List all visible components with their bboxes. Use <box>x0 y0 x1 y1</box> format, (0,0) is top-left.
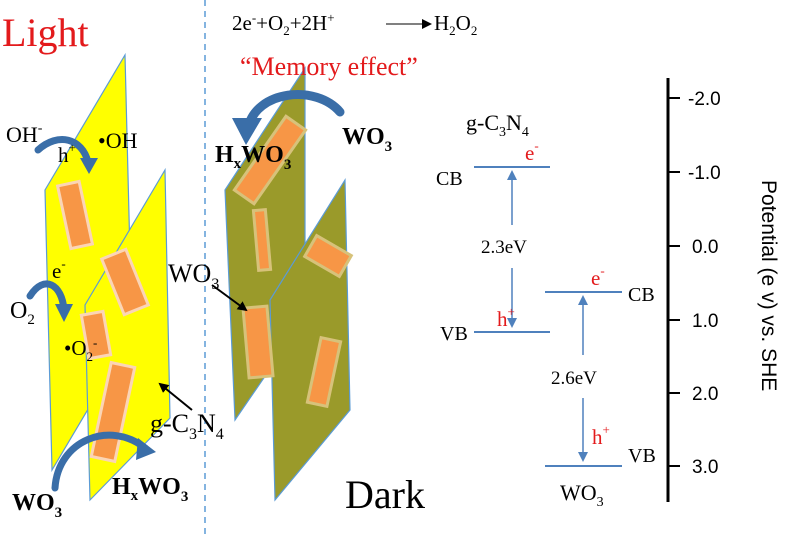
hxwo3-light-label: HxWO3 <box>112 474 188 505</box>
dark-rod <box>305 335 343 409</box>
superoxide-label: •O2- <box>64 335 97 364</box>
gc3n4-gap-label: 2.3eV <box>481 237 527 258</box>
gc3n4-light-label: g-C3N4 <box>150 409 224 443</box>
arrowhead-icon <box>136 438 156 460</box>
dark-rod <box>251 207 273 273</box>
wo3-vb-label: VB <box>628 445 656 467</box>
light-rod <box>99 247 151 317</box>
arrowhead-icon <box>232 118 262 145</box>
dark-header: Dark <box>345 472 425 517</box>
dark-rod <box>232 114 308 206</box>
wo3-dark-mid-label: WO3 <box>168 259 219 293</box>
curved-arrow-o2 <box>26 280 68 314</box>
pointer-arrow-gc3n4 <box>158 382 193 411</box>
gc3n4-hole: h+ <box>497 304 515 331</box>
dark-rod <box>302 233 354 279</box>
curved-arrow-oh <box>34 136 92 166</box>
pointer-arrow-wo3 <box>211 284 248 312</box>
oh-minus-label: OH- <box>6 121 43 147</box>
potential-axis-label: Potential (e v) vs. SHE <box>757 180 780 391</box>
wo3-electron: e- <box>591 263 605 290</box>
curved-arrow-wo3-bottom <box>51 431 149 492</box>
hxwo3-dark-label: HxWO3 <box>215 142 291 173</box>
gc3n4-electron: e- <box>525 138 539 165</box>
dark-rod <box>241 304 275 380</box>
reaction-equation: 2e-+O2+2H+H2O2 <box>232 10 477 38</box>
gc3n4-cb-label: CB <box>436 168 463 190</box>
gc3n4-vb-label: VB <box>440 323 468 345</box>
axis-tick-label: 0.0 <box>692 237 718 258</box>
gc3n4-band-title: g-C3N4 <box>466 110 529 140</box>
arrowhead-icon <box>80 158 98 174</box>
axis-tick-label: -1.0 <box>688 163 721 184</box>
light-header: Light <box>2 10 89 55</box>
axis-tick-label: 1.0 <box>692 311 718 332</box>
wo3-gap-label: 2.6eV <box>551 368 597 389</box>
axis-tick-label: 3.0 <box>692 457 718 478</box>
light-rod <box>55 179 95 251</box>
hole-label: h+ <box>58 140 76 167</box>
oh-radical-label: •OH <box>98 128 138 153</box>
light-rod <box>79 309 113 361</box>
axis-tick-label: -2.0 <box>688 89 721 110</box>
o2-label: O2 <box>10 298 35 328</box>
wo3-dark-top-label: WO3 <box>342 124 392 155</box>
curved-arrow-dark-top <box>243 90 345 133</box>
wo3-hole: h+ <box>592 422 610 449</box>
wo3-light-label: WO3 <box>12 490 62 521</box>
wo3-band-title: WO3 <box>560 480 604 510</box>
wo3-cb-label: CB <box>628 284 655 306</box>
memory-effect-label: “Memory effect” <box>240 52 418 81</box>
electron-label: e- <box>52 256 66 283</box>
arrowhead-icon <box>55 304 73 322</box>
axis-tick-label: 2.0 <box>692 384 718 405</box>
